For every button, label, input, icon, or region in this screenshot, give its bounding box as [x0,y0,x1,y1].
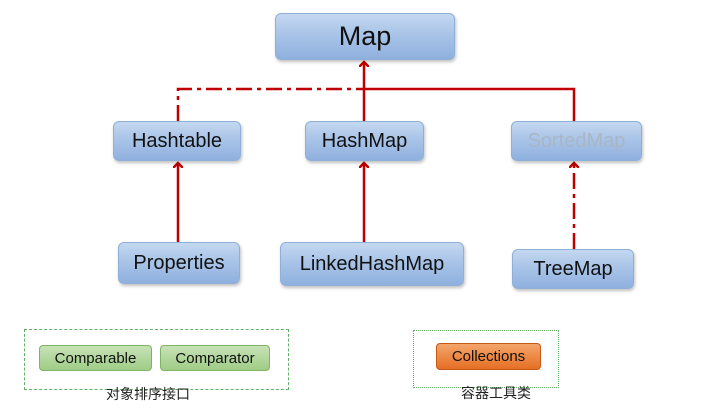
sortedmap-node: SortedMap [511,121,642,161]
sorting-group-caption: 对象排序接口 [106,387,190,403]
treemap-node: TreeMap [512,249,634,289]
comparator-chip: Comparator [160,345,270,371]
utility-class-group [413,330,559,388]
sorting-interfaces-group [24,329,289,390]
map-node: Map [275,13,455,60]
comparable-chip: Comparable [39,345,152,371]
utility-group-caption: 容器工具类 [461,386,531,402]
hashtable-to-map-line [176,87,364,121]
collections-chip: Collections [436,343,541,370]
hashmap-node: HashMap [305,121,424,161]
linkedhashmap-node: LinkedHashMap [280,242,464,286]
sortedmap-to-map-line [364,87,576,121]
properties-node: Properties [118,242,240,284]
hashtable-node: Hashtable [113,121,241,161]
